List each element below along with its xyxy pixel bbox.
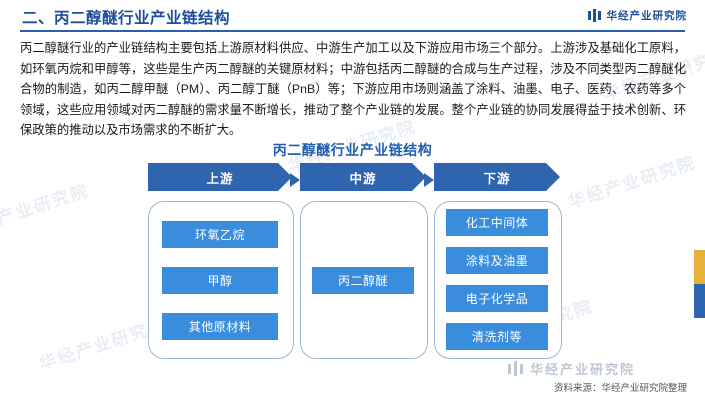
page-header: 二、丙二醇醚行业产业链结构 (0, 0, 705, 34)
bar-logo-icon (507, 361, 524, 376)
footer-logo: 华经产业研究院 (507, 359, 635, 378)
arrow-right-icon (290, 173, 300, 187)
footer-logo-text: 华经产业研究院 (529, 362, 635, 377)
supply-chain-diagram: 上游 中游 下游 环氧乙烷 甲醇 其他原材料 丙二醇醚 化工中间体 涂料及油墨 … (0, 155, 705, 370)
figure-title: 丙二醇醚行业产业链结构 (272, 142, 433, 158)
header-divider (20, 30, 685, 32)
stage-header-upstream: 上游 (148, 163, 292, 191)
intro-paragraph: 丙二醇醚行业的产业链结构主要包括上游原材料供应、中游生产加工以及下游应用市场三个… (20, 41, 686, 137)
source-note: 资料来源：华经产业研究院整理 (553, 383, 687, 394)
downstream-item: 化工中间体 (446, 209, 548, 236)
upstream-item: 甲醇 (162, 267, 278, 294)
midstream-item: 丙二醇醚 (312, 267, 414, 294)
downstream-item: 清洗剂等 (446, 323, 548, 350)
decor-bar-yellow (694, 250, 705, 284)
decor-bar-blue (694, 284, 705, 318)
chevron-shape (300, 163, 426, 191)
brand-logo: 华经产业研究院 (587, 8, 688, 23)
upstream-item: 其他原材料 (162, 313, 278, 340)
downstream-item: 涂料及油墨 (446, 247, 548, 274)
brand-name: 华经产业研究院 (606, 10, 687, 22)
stage-label: 上游 (206, 171, 234, 186)
chevron-shape (434, 163, 560, 191)
stage-header-downstream: 下游 (434, 163, 560, 191)
downstream-item: 电子化学品 (446, 285, 548, 312)
stage-label: 下游 (483, 171, 511, 186)
stage-label: 中游 (349, 171, 377, 186)
upstream-item: 环氧乙烷 (162, 221, 278, 248)
bar-logo-icon (587, 9, 602, 22)
stage-header-midstream: 中游 (300, 163, 426, 191)
chevron-shape (148, 163, 292, 191)
page-title: 二、丙二醇醚行业产业链结构 (22, 10, 231, 27)
arrow-right-icon (424, 173, 434, 187)
